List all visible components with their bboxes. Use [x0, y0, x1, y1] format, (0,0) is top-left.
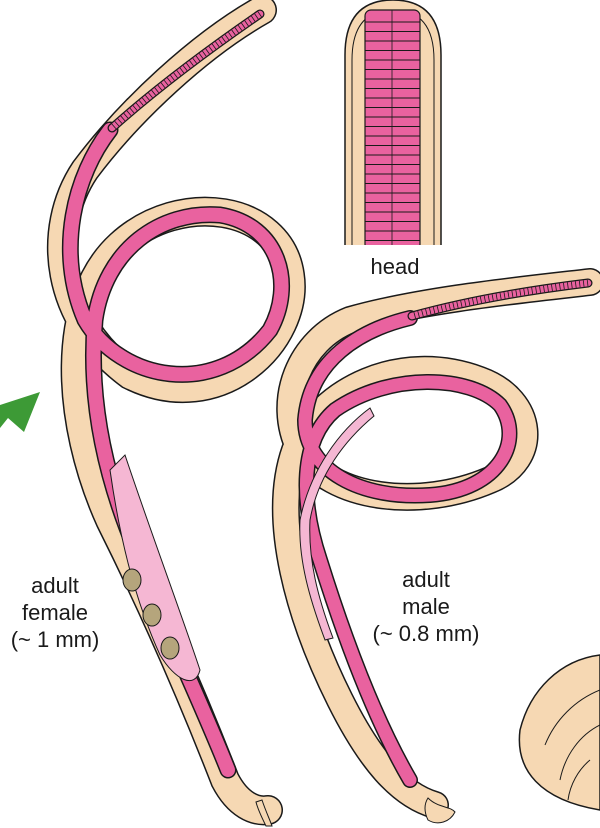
egg: [123, 569, 141, 591]
egg: [143, 604, 161, 626]
partial-worm-right: [519, 655, 600, 810]
male-label-line-1: adult: [358, 566, 494, 593]
female-label-line-3: (~ 1 mm): [0, 626, 110, 653]
head-inset: [345, 0, 441, 250]
green-arrow-icon: [0, 392, 40, 432]
female-label-line-2: female: [0, 599, 110, 626]
male-label-line-2: male: [358, 593, 494, 620]
egg: [161, 637, 179, 659]
male-label-line-3: (~ 0.8 mm): [358, 620, 494, 647]
adult-female-label: adult female (~ 1 mm): [0, 572, 110, 653]
adult-female-worm: [62, 10, 291, 826]
adult-male-label: adult male (~ 0.8 mm): [358, 566, 494, 647]
female-label-line-1: adult: [0, 572, 110, 599]
head-label-line: head: [350, 253, 440, 280]
head-label: head: [350, 253, 440, 280]
head-pharynx: [365, 10, 420, 250]
